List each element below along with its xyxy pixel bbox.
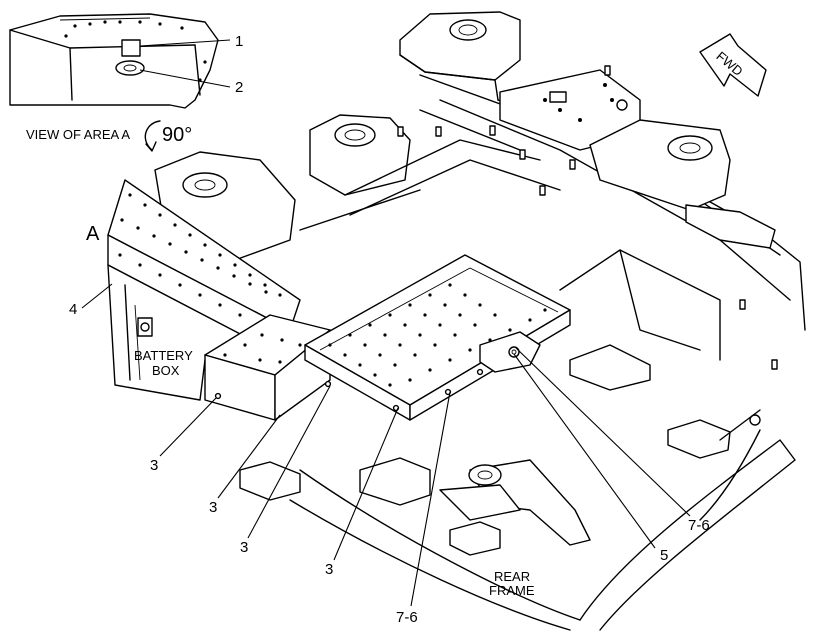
battery-box-label-line1: BATTERY [134,348,193,363]
view-of-area-label: VIEW OF AREA A [26,127,130,142]
callout-leaders [81,283,691,607]
battery-box [107,179,301,401]
center-cover [304,254,571,421]
rotation-label: 90° [162,124,192,146]
callout-3-c: 3 [240,539,248,556]
area-marker: A [86,223,100,245]
callout-3-a: 3 [150,457,158,474]
inset-view-area-a [9,13,219,109]
callout-5: 5 [660,547,668,564]
cover-bracket [479,331,541,373]
rear-frame-label-line2: FRAME [489,583,535,598]
callout-7-6-a: 7-6 [396,609,418,626]
rear-frame-label-line1: REAR [494,569,530,584]
callout-7-6-b: 7-6 [688,517,710,534]
callout-1: 1 [235,33,243,50]
callout-4: 4 [69,301,77,318]
callout-3-d: 3 [325,561,333,578]
rotation-arrow-icon [144,120,161,152]
main-frame [154,11,806,631]
callout-2: 2 [235,79,243,96]
fwd-arrow-icon [699,33,767,97]
battery-box-label-line2: BOX [152,363,180,378]
inset-callouts [139,39,231,88]
callout-3-b: 3 [209,499,217,516]
